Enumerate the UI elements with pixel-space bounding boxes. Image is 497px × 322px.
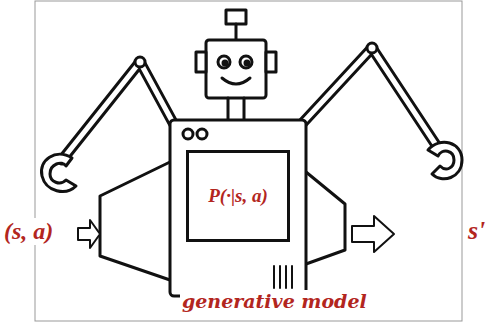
node-text: P(·|s, a) xyxy=(208,185,268,207)
output-label: s' xyxy=(466,216,487,246)
input-label: (s, a) xyxy=(2,218,55,245)
caption-text: generative model xyxy=(180,290,369,312)
screen-box: P(·|s, a) xyxy=(186,150,290,242)
